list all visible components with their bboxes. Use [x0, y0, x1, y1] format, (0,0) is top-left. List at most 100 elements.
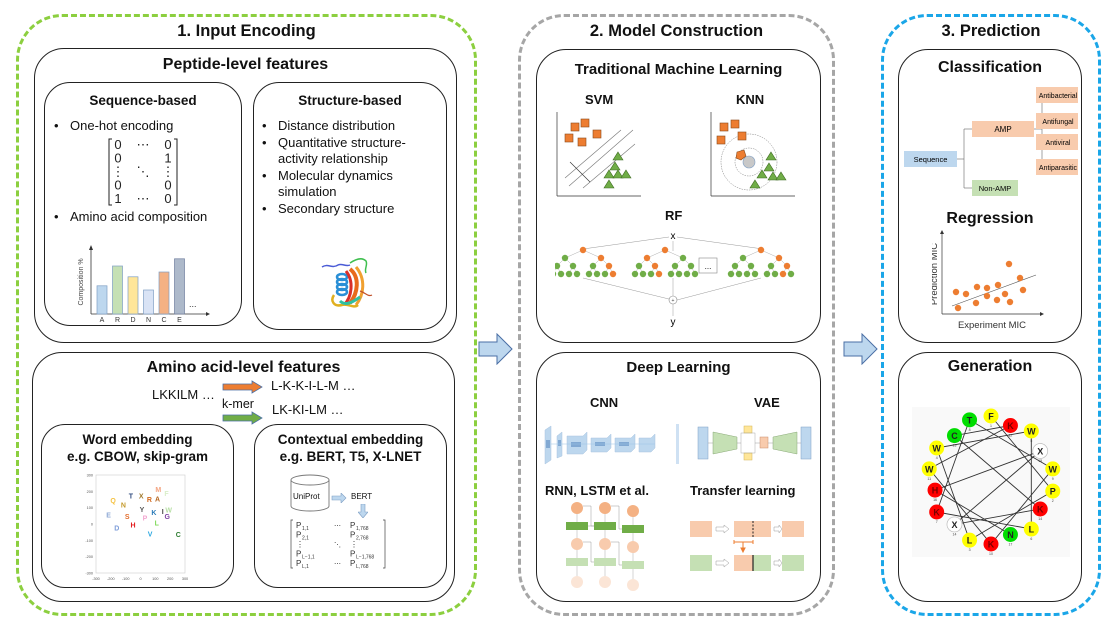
composition-bar — [174, 258, 185, 315]
word-embedding-box — [41, 424, 234, 588]
one-hot-cell: 1 — [164, 151, 171, 166]
raw-sequence-text: LKKILM … — [152, 387, 215, 402]
we-xtick: 0 — [139, 577, 141, 581]
rnn-hidden-cell — [622, 525, 644, 533]
wheel-residue-number: 6 — [1030, 537, 1032, 541]
class-label: Antiviral — [1046, 140, 1071, 147]
wheel-residue-L — [1023, 521, 1039, 537]
wheel-residue-P — [1045, 483, 1061, 499]
rnn-input-node — [599, 576, 611, 588]
rnn-hidden-cell — [594, 558, 616, 566]
deep-learning-title: Deep Learning — [626, 359, 731, 376]
wheel-residue-number: 16 — [933, 498, 937, 502]
wheel-residue-number: 4 — [936, 456, 938, 460]
bert-cell: P — [296, 550, 301, 559]
classification-tree: Sequence AMP Non-AMP AntibacterialAntifu… — [904, 87, 1078, 196]
wheel-residue-letter: X — [1037, 447, 1043, 457]
kmer-arrow — [222, 411, 263, 425]
rf-node — [639, 270, 647, 278]
wheel-residue-number: 7 — [936, 520, 938, 524]
wheel-residue-letter: W — [925, 464, 934, 474]
stage-input-encoding-frame — [16, 14, 477, 616]
composition-bar — [158, 271, 170, 315]
wheel-connections — [928, 415, 1054, 545]
wheel-residue-number: 3 — [969, 548, 971, 552]
classification-title: Classification — [937, 59, 1043, 76]
svg-text:Sequence: Sequence — [914, 155, 948, 164]
bert-ellipsis: ⋱ — [334, 542, 341, 549]
we-ytick: 200 — [87, 490, 93, 494]
wheel-residue-K — [1032, 501, 1048, 517]
we-ytick: -200 — [85, 555, 93, 559]
wheel-residue-letter: K — [1037, 505, 1044, 515]
wheel-residue-W — [1045, 461, 1061, 477]
we-point-N: N — [121, 503, 126, 510]
wheel-residue-L — [962, 532, 978, 548]
wheel-residue-letter: W — [1027, 426, 1036, 436]
helical-wheel: F1P2L3W4W5L6K7T8W9K10W11K12C13K14X14X15H… — [912, 407, 1070, 557]
one-hot-cell: ⋮ — [162, 164, 175, 179]
cnn-label: CNN — [590, 395, 619, 410]
stage-input-encoding-title: 1. Input Encoding — [177, 22, 316, 40]
we-point-W: W — [165, 508, 172, 515]
we-point-L: L — [155, 521, 160, 528]
rf-node — [557, 270, 565, 278]
class-label: Antifungal — [1042, 119, 1074, 126]
stage-model-construction-frame — [518, 14, 835, 616]
svm-diagram — [556, 112, 641, 197]
rf-node — [751, 270, 759, 278]
rf-node — [779, 270, 787, 278]
one-hot-cell: 0 — [114, 137, 121, 152]
rf-node — [565, 270, 573, 278]
rf-node — [679, 254, 687, 262]
wheel-residue-K — [1002, 417, 1018, 433]
rf-node — [763, 270, 771, 278]
rf-node — [771, 270, 779, 278]
traditional-ml-title: Traditional Machine Learning — [574, 61, 783, 78]
rf-node — [757, 246, 765, 254]
rf-node — [735, 270, 743, 278]
we-xtick: 100 — [152, 577, 158, 581]
transfer-learning-label: Transfer learning — [690, 483, 796, 498]
bert-ellipsis: ⋯ — [334, 561, 341, 568]
rf-node — [589, 262, 597, 270]
word-embedding-title: Word embedding e.g. CBOW, skip-gram — [66, 432, 209, 464]
we-point-M: M — [155, 487, 161, 494]
composition-bar — [96, 285, 108, 315]
amino-acid-level-features-title: Amino acid-level features — [146, 359, 341, 376]
wheel-residue-letter: N — [1007, 530, 1014, 540]
bert-cell: ⋮ — [350, 540, 358, 549]
composition-tick-label: E — [177, 317, 182, 324]
we-xtick: 300 — [182, 577, 188, 581]
rf-node — [573, 270, 581, 278]
wheel-residue-number: 1 — [990, 424, 992, 428]
rf-node — [555, 262, 561, 270]
sequence-node — [904, 151, 957, 167]
composition-tick-label: A — [100, 317, 105, 324]
rf-node — [739, 254, 747, 262]
rnn-output-node — [571, 502, 583, 514]
one-hot-cell: 0 — [114, 151, 121, 166]
wheel-residue-C — [946, 428, 962, 444]
kmer-tokens: LK-KI-LM … — [272, 402, 344, 417]
wheel-residue-H — [927, 482, 943, 498]
regression-xlabel: Experiment MIC — [958, 320, 1026, 331]
knn-diagram — [710, 112, 795, 197]
rf-node — [609, 270, 617, 278]
we-point-Y: Y — [140, 507, 145, 514]
rf-node — [597, 254, 605, 262]
non-amp-node — [972, 180, 1018, 196]
single-residue-arrow — [222, 380, 263, 394]
bert-cell: ⋮ — [296, 540, 304, 549]
stage2-to-stage3-arrow — [843, 333, 878, 365]
rf-ellipsis-box — [698, 257, 718, 274]
sequence-bullet-1: One-hot encoding — [50, 118, 173, 135]
we-ytick: -300 — [85, 572, 93, 576]
one-hot-cell: 0 — [164, 137, 171, 152]
bert-cell: P — [296, 559, 301, 568]
rnn-mid-node — [571, 538, 583, 550]
rf-node — [731, 262, 739, 270]
